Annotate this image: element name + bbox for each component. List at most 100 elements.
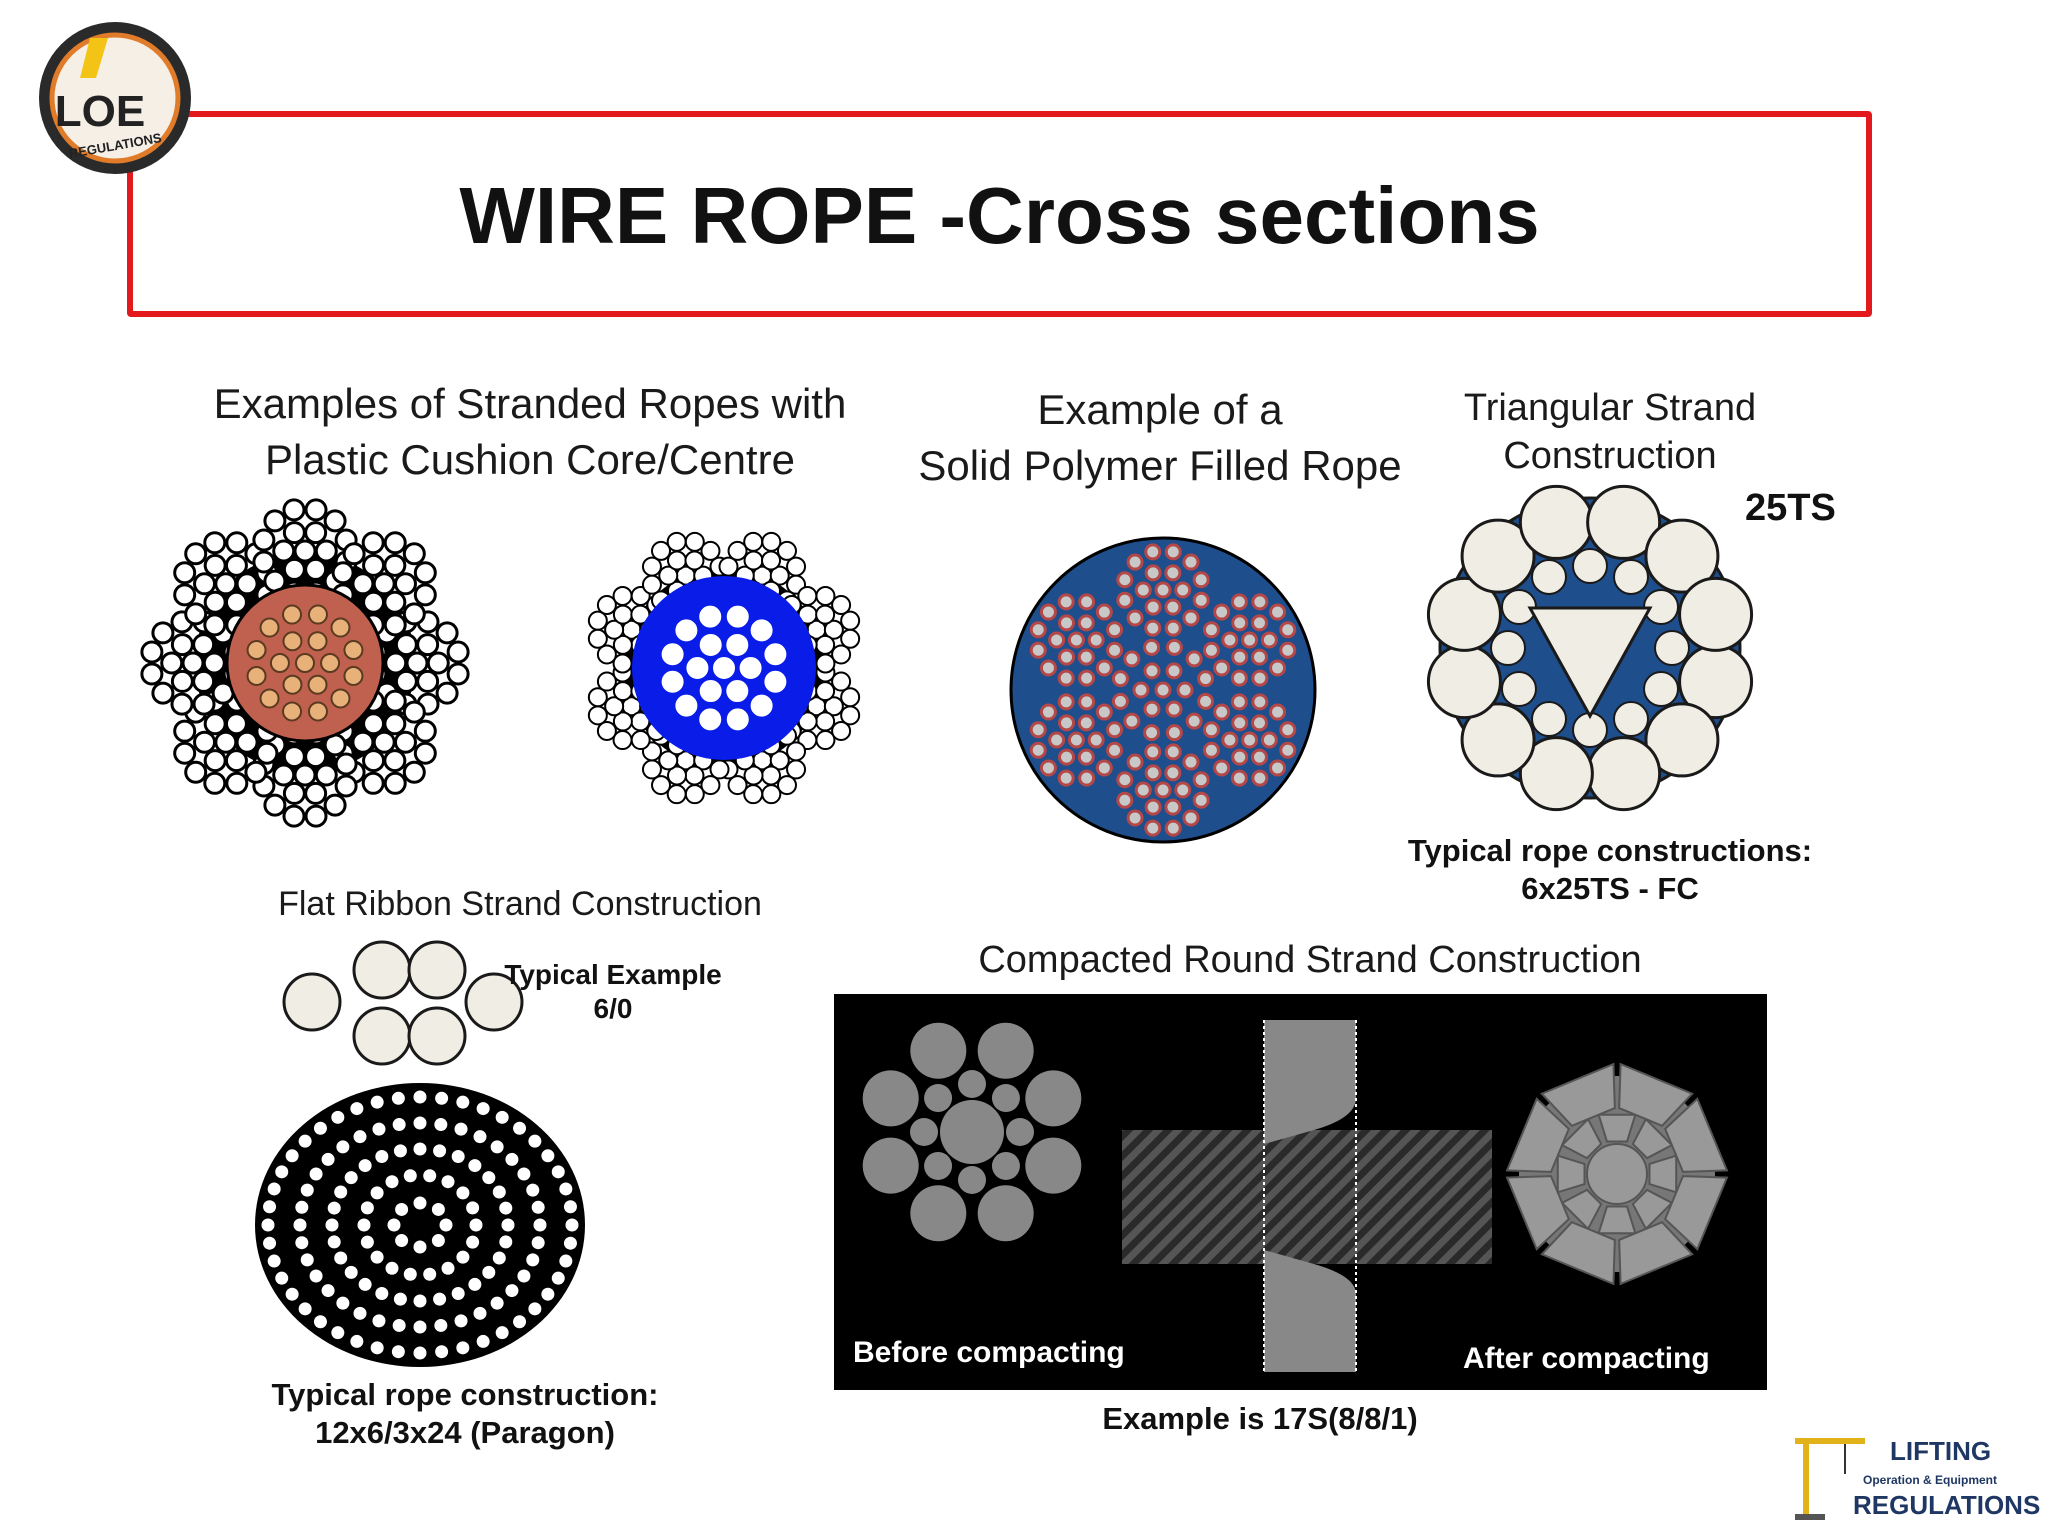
outer-strand-wire — [1126, 553, 1144, 571]
core-wire — [282, 604, 303, 625]
paragon-wire — [357, 1218, 371, 1232]
paragon-wire — [350, 1102, 364, 1116]
paragon-wire — [344, 1265, 358, 1279]
outer-wire — [426, 651, 450, 675]
outer-wire — [596, 671, 617, 692]
polymer-heading-line2: Solid Polymer Filled Rope — [918, 442, 1402, 489]
inner-wire — [659, 641, 686, 668]
outer-strand-wire — [1095, 659, 1113, 677]
outer-strand-wire — [1231, 614, 1249, 632]
outer-wire — [184, 602, 208, 626]
outer-wire — [446, 662, 470, 686]
paragon-wire — [298, 1302, 312, 1316]
inner-wire — [697, 603, 724, 630]
outer-wire — [173, 583, 197, 607]
paragon-wire — [353, 1306, 367, 1320]
outer-wire — [202, 651, 226, 675]
before-inner-wire — [958, 1070, 986, 1098]
outer-strand-wire — [1144, 819, 1162, 837]
core-wire — [343, 665, 364, 686]
outer-wire — [362, 749, 386, 773]
core-wire — [282, 631, 303, 652]
outer-wire — [815, 681, 836, 702]
outer-strand-wire — [1164, 743, 1182, 761]
inner-wire — [1531, 558, 1567, 595]
after-outer-wire — [1505, 1097, 1571, 1173]
outer-wire — [224, 749, 248, 773]
paragon-wire — [559, 1254, 573, 1268]
outer-strand-wire — [1126, 609, 1144, 627]
outer-wire — [252, 528, 276, 552]
inner-wire — [1500, 671, 1537, 707]
paragon-wire — [505, 1284, 519, 1298]
paragon-wire — [393, 1144, 407, 1158]
outer-wire — [1586, 484, 1662, 560]
outer-wire — [413, 561, 437, 585]
outer-strand-wire — [1058, 648, 1076, 666]
outer-wire — [173, 561, 197, 585]
paragon-wire — [275, 1271, 289, 1285]
inner-wire — [724, 631, 751, 658]
paragon-wire — [267, 1182, 281, 1196]
core-wire — [307, 701, 328, 722]
center-strand-wire — [1165, 724, 1183, 742]
paragon-wire — [451, 1150, 465, 1164]
outer-strand-wire — [1144, 543, 1162, 561]
outer-wire — [173, 719, 197, 743]
outer-strand-wire — [1279, 621, 1297, 639]
outer-wire — [181, 651, 205, 675]
outer-wire — [170, 692, 194, 716]
paragon-wire — [403, 1267, 417, 1281]
ribbon-wire — [407, 940, 467, 1000]
outer-wire — [743, 531, 764, 552]
paragon-wire — [370, 1186, 384, 1200]
outer-wire — [342, 542, 366, 566]
paragon-wire — [473, 1306, 487, 1320]
outer-strand-wire — [1213, 759, 1231, 777]
paragon-wire — [387, 1218, 401, 1232]
polymer-filled-rope-diagram — [1009, 536, 1317, 844]
inner-wire — [711, 655, 737, 681]
outer-wire — [402, 542, 426, 566]
outer-strand-wire — [1087, 631, 1105, 649]
flat-ribbon-heading: Flat Ribbon Strand Construction — [278, 885, 762, 923]
outer-wire — [840, 610, 861, 631]
outer-strand-wire — [1067, 731, 1085, 749]
core-wire — [307, 604, 328, 625]
paragon-wire — [313, 1315, 327, 1329]
outer-wire — [1644, 518, 1720, 594]
outer-strand-wire — [1230, 593, 1248, 611]
outer-strand-wire — [1106, 641, 1124, 659]
inner-wire — [724, 603, 751, 630]
paragon-wire — [435, 1091, 449, 1105]
center-strand-wire — [1123, 712, 1141, 730]
title-frame — [127, 111, 1872, 317]
paragon-wire — [468, 1159, 482, 1173]
outer-strand-wire — [1251, 693, 1269, 711]
outer-strand-wire — [1134, 781, 1152, 799]
outer-wire — [1518, 484, 1594, 560]
outer-wire — [700, 775, 721, 796]
stranded-heading-line2: Plastic Cushion Core/Centre — [265, 436, 795, 483]
outer-wire — [314, 763, 338, 787]
outer-wire — [282, 498, 306, 522]
outer-wire — [815, 711, 836, 732]
paragon-wire — [263, 1200, 277, 1214]
core-wire — [307, 674, 328, 695]
outer-wire — [743, 784, 764, 805]
logo-operation-text: Operation & Equipment — [1863, 1473, 1997, 1487]
outer-wire — [666, 550, 687, 571]
outer-strand-wire — [1144, 619, 1162, 637]
ribbon-wire — [282, 972, 342, 1032]
inner-wire — [1490, 630, 1526, 666]
outer-strand-wire — [1192, 591, 1210, 609]
outer-wire — [786, 741, 807, 762]
outer-wire — [769, 750, 790, 771]
core-wire — [282, 701, 303, 722]
paragon-wire — [435, 1345, 449, 1359]
outer-strand-wire — [1250, 714, 1268, 732]
outer-wire — [255, 741, 279, 765]
flat-ribbon-caption-line1: Typical rope construction: — [271, 1377, 659, 1412]
center-strand-wire — [1197, 670, 1215, 688]
outer-wire — [192, 692, 216, 716]
